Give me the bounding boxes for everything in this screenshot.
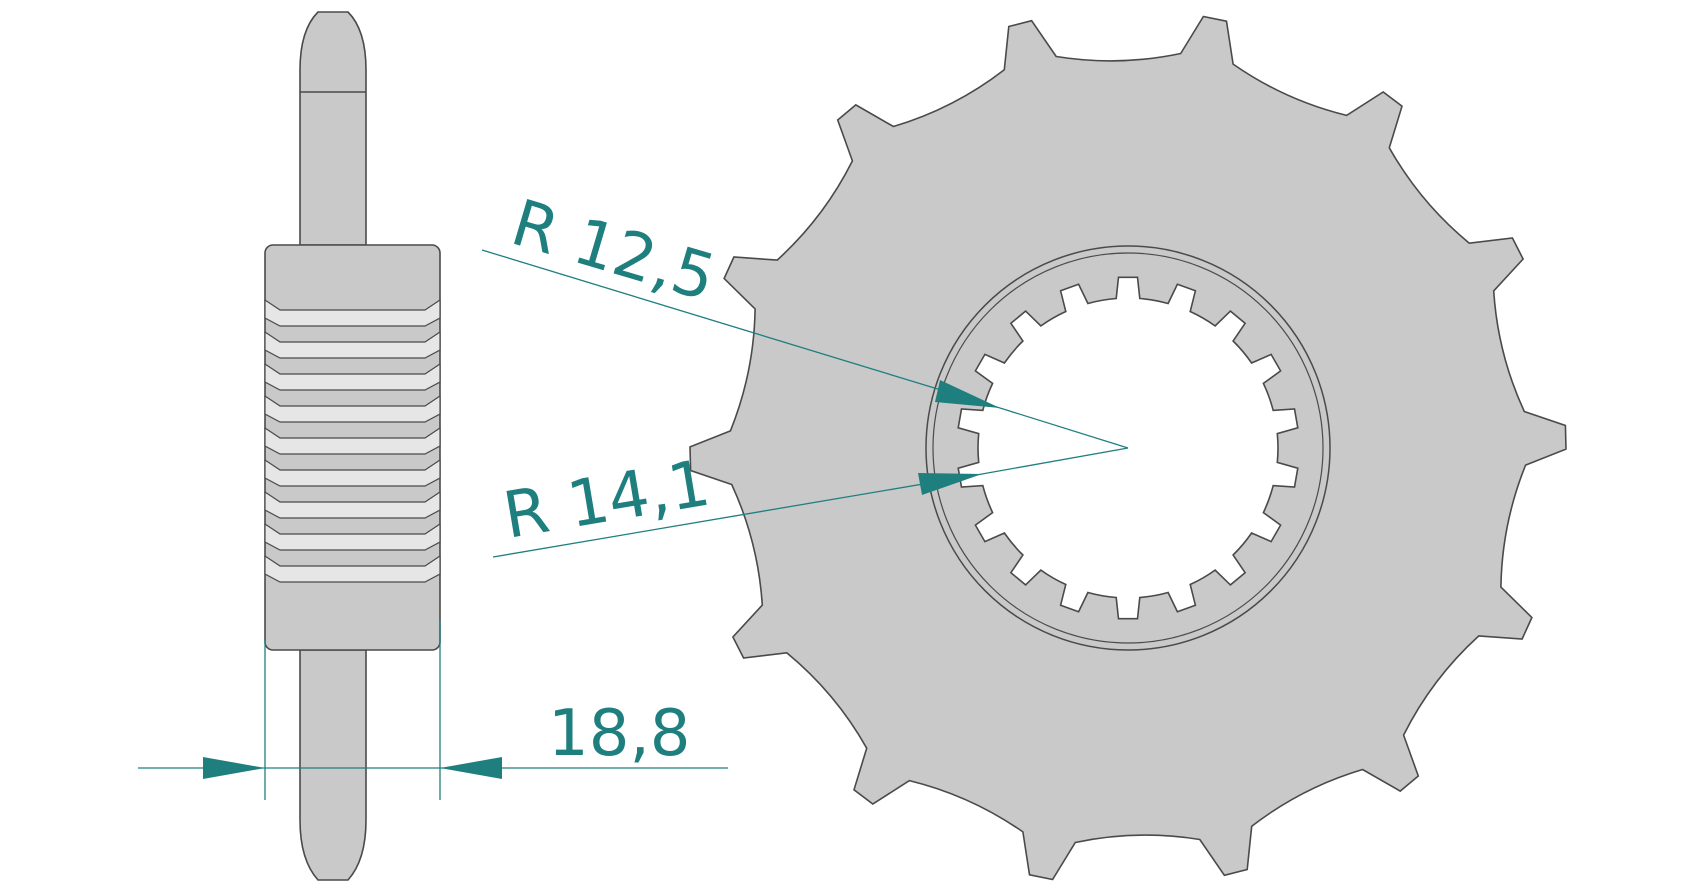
hub-shoulder-ring-outer <box>925 245 1331 651</box>
side-view-groove <box>264 458 441 487</box>
side-view-groove <box>264 362 441 391</box>
outer-radius-arrow <box>918 473 982 495</box>
thickness-arrow-left <box>203 757 265 779</box>
front-view <box>689 15 1567 881</box>
side-view-lower-tooth <box>299 649 367 881</box>
side-view-groove <box>264 426 441 455</box>
inner-radius-label: R 12,5 <box>503 186 723 316</box>
side-view-groove <box>264 490 441 519</box>
side-view-groove <box>264 522 441 551</box>
side-view-groove <box>264 330 441 359</box>
sprocket-gear <box>689 15 1567 881</box>
side-view-groove <box>264 554 441 583</box>
side-view-upper-tooth <box>299 11 367 246</box>
side-view-groove <box>264 394 441 423</box>
thickness-dimension: 18,8 <box>138 697 728 779</box>
inner-radius-arrow <box>935 380 1000 408</box>
thickness-label: 18,8 <box>548 697 691 771</box>
side-view-spline-grooves <box>264 298 441 583</box>
hub-shoulder-ring-inner <box>932 252 1324 644</box>
side-view <box>264 11 441 881</box>
thickness-arrow-right <box>440 757 502 779</box>
side-view-groove <box>264 298 441 327</box>
